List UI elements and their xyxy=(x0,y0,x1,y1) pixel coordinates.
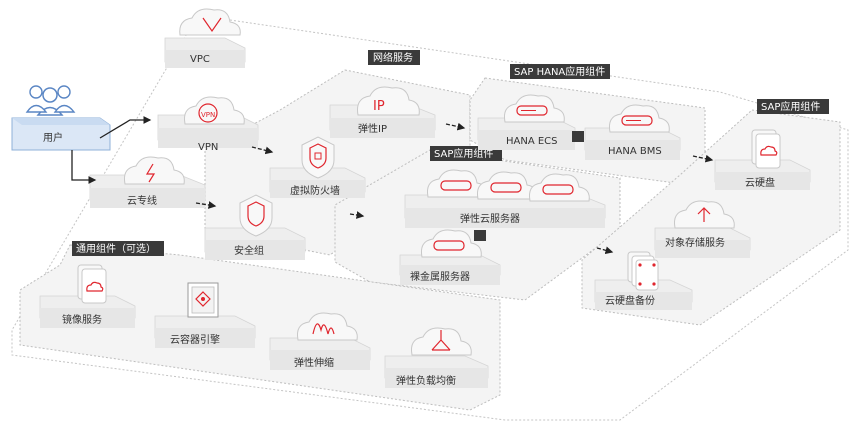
bms-platform xyxy=(399,254,501,285)
vpn-node: VPN VPN xyxy=(184,96,245,153)
server-icon xyxy=(490,182,522,193)
firewall-label: 虚拟防火墙 xyxy=(290,184,340,197)
hana-ecs-node: HANA ECS xyxy=(504,94,565,147)
users-icon xyxy=(25,85,76,116)
cce-node: 云容器引擎 xyxy=(170,282,220,346)
user-node: 用户 xyxy=(11,85,111,151)
cce-label: 云容器引擎 xyxy=(170,333,220,346)
security-group-platform xyxy=(204,227,306,260)
connector-user-dc xyxy=(71,150,97,184)
vpc-label: VPC xyxy=(190,54,210,65)
hana-bms-platform xyxy=(584,127,681,160)
shield-icon xyxy=(309,143,327,169)
hana-bms-label: HANA BMS xyxy=(608,146,662,157)
evs-backup-label: 云硬盘备份 xyxy=(605,294,655,307)
user-label: 用户 xyxy=(43,131,63,144)
firewall-node: 虚拟防火墙 xyxy=(290,136,340,197)
server-icon xyxy=(542,184,574,195)
load-balancer-icon xyxy=(431,330,451,351)
hana-ecs-platform xyxy=(477,117,576,150)
connector-eip-hana xyxy=(445,122,466,131)
svg-text:网络服务: 网络服务 xyxy=(373,51,413,64)
vpc-platform xyxy=(164,37,246,68)
svg-text:SAP应用组件: SAP应用组件 xyxy=(761,100,820,113)
vpc-node: VPC xyxy=(179,8,241,65)
sap-app-right-tag: SAP应用组件 xyxy=(757,99,829,114)
bms-label: 裸金属服务器 xyxy=(410,270,470,283)
ecs-label: 弹性云服务器 xyxy=(460,212,520,225)
server-icon xyxy=(516,105,548,116)
ims-node: 镜像服务 xyxy=(62,264,107,326)
evs-backup-node: 云硬盘备份 xyxy=(605,251,659,307)
evs-backup-platform xyxy=(594,279,693,310)
bms-badge xyxy=(572,131,584,142)
upload-arrow-icon xyxy=(697,207,711,222)
ip-icon: IP xyxy=(373,99,385,114)
direct-connect-node: 云专线 xyxy=(124,156,185,207)
connector-dc-sg xyxy=(195,201,217,209)
connector-fw-ecs xyxy=(349,211,365,219)
vpc-router-icon xyxy=(202,17,222,33)
obs-platform xyxy=(654,227,751,258)
ims-label: 镜像服务 xyxy=(62,313,102,326)
evs-node: 云硬盘 xyxy=(745,129,781,189)
connectors xyxy=(71,116,714,255)
elb-platform xyxy=(384,355,489,388)
vpn-label: VPN xyxy=(198,142,218,153)
server-icon xyxy=(440,180,472,191)
svg-text:SAP HANA应用组件: SAP HANA应用组件 xyxy=(514,65,605,78)
as-node: 弹性伸缩 xyxy=(294,312,358,369)
svg-text:SAP应用组件: SAP应用组件 xyxy=(434,147,493,160)
vpn-icon: VPN xyxy=(198,103,218,123)
hana-ecs-label: HANA ECS xyxy=(506,136,558,147)
connector-vpn-firewall xyxy=(251,146,274,155)
svg-text:VPN: VPN xyxy=(201,111,215,119)
obs-label: 对象存储服务 xyxy=(665,236,725,249)
cce-platform xyxy=(154,315,256,348)
container-icon xyxy=(195,291,211,307)
svg-text:通用组件（可选）: 通用组件（可选） xyxy=(76,242,156,255)
connector-ecs-backup xyxy=(596,246,614,255)
security-group-label: 安全组 xyxy=(234,244,264,257)
ims-platform xyxy=(39,295,136,328)
as-label: 弹性伸缩 xyxy=(294,356,334,369)
elb-label: 弹性负载均衡 xyxy=(396,374,456,387)
image-cloud-icon xyxy=(86,281,104,292)
elb-node: 弹性负载均衡 xyxy=(396,327,472,387)
connector-hana-evs xyxy=(692,154,714,163)
shield-icon xyxy=(247,201,265,227)
as-platform xyxy=(269,337,371,370)
direct-connect-label: 云专线 xyxy=(127,194,157,207)
svg-text:IP: IP xyxy=(373,99,385,114)
eip-label: 弹性IP xyxy=(358,122,387,135)
common-components-zone xyxy=(19,244,501,411)
server-icon xyxy=(433,240,465,251)
scaling-wave-icon xyxy=(312,323,335,335)
sap-hana-tag: SAP HANA应用组件 xyxy=(510,64,610,79)
ecs-node: 弹性云服务器 xyxy=(427,169,590,225)
hana-bms-node: HANA BMS xyxy=(572,104,670,157)
cloud-disk-icon xyxy=(760,145,778,156)
connector-user-vpn xyxy=(99,116,152,139)
security-group-node: 安全组 xyxy=(234,194,273,257)
common-components-tag: 通用组件（可选） xyxy=(72,241,164,256)
evs-label: 云硬盘 xyxy=(745,176,775,189)
eip-node: IP 弹性IP xyxy=(357,86,420,135)
bms-node: 裸金属服务器 xyxy=(410,229,486,283)
server-icon xyxy=(621,115,653,126)
firewall-platform xyxy=(269,167,366,198)
bms-badge xyxy=(474,230,486,241)
network-services-tag: 网络服务 xyxy=(368,50,420,65)
lightning-icon xyxy=(145,163,156,183)
obs-node: 对象存储服务 xyxy=(665,200,735,249)
